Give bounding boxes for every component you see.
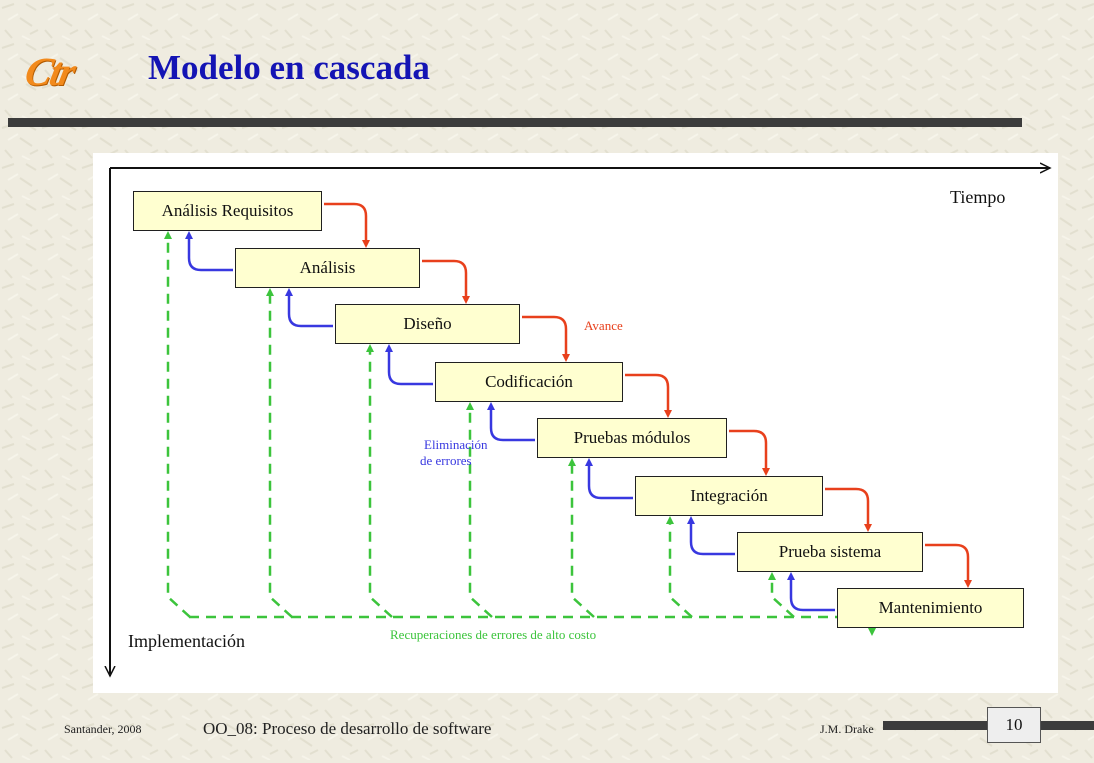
error-elimination-label-line2: de errores bbox=[420, 453, 472, 468]
error-elimination-arrow bbox=[385, 344, 433, 386]
error-elimination-arrow bbox=[585, 458, 633, 500]
error-elimination-arrow bbox=[285, 288, 333, 328]
phase-box: Análisis bbox=[235, 248, 420, 288]
title-divider bbox=[8, 118, 1022, 127]
recovery-arrow bbox=[164, 231, 191, 618]
recovery-arrow bbox=[768, 572, 795, 618]
advance-arrow bbox=[825, 487, 872, 532]
axis-label-time: Tiempo bbox=[950, 187, 1006, 207]
recovery-arrow bbox=[568, 458, 595, 618]
slide-title: Modelo en cascada bbox=[148, 48, 430, 87]
advance-arrow bbox=[522, 315, 570, 362]
recovery-arrow bbox=[366, 344, 393, 618]
error-elimination-arrow bbox=[487, 402, 535, 442]
error-elimination-arrow bbox=[787, 572, 835, 612]
phase-box: Diseño bbox=[335, 304, 520, 344]
diagram-connectors bbox=[93, 153, 1058, 693]
advance-arrow bbox=[324, 202, 370, 248]
recovery-arrow bbox=[466, 402, 493, 618]
phase-box: Prueba sistema bbox=[737, 532, 923, 572]
advance-arrow bbox=[729, 429, 770, 476]
phase-box: Análisis Requisitos bbox=[133, 191, 322, 231]
recovery-arrow bbox=[266, 288, 293, 618]
ctr-logo: Ctr bbox=[21, 49, 79, 94]
footer-author: J.M. Drake bbox=[820, 722, 874, 736]
phase-box: Mantenimiento bbox=[837, 588, 1024, 628]
recovery-arrow bbox=[666, 516, 693, 618]
phase-box: Codificación bbox=[435, 362, 623, 402]
axis-label-implementation: Implementación bbox=[128, 631, 245, 651]
advance-arrow bbox=[925, 543, 972, 588]
phase-box: Integración bbox=[635, 476, 823, 516]
advance-arrow bbox=[625, 373, 672, 418]
page-number: 10 bbox=[987, 707, 1041, 743]
footer-place-date: Santander, 2008 bbox=[64, 722, 142, 736]
advance-label: Avance bbox=[584, 318, 623, 333]
footer-course: OO_08: Proceso de desarrollo de software bbox=[203, 719, 492, 738]
error-elimination-arrow bbox=[687, 516, 735, 556]
advance-arrow bbox=[422, 259, 470, 304]
error-elimination-label-line1: Eliminación bbox=[424, 437, 488, 452]
error-elimination-arrow bbox=[185, 231, 233, 272]
phase-box: Pruebas módulos bbox=[537, 418, 727, 458]
costly-recovery-label: Recuperaciones de errores de alto costo bbox=[390, 627, 597, 642]
